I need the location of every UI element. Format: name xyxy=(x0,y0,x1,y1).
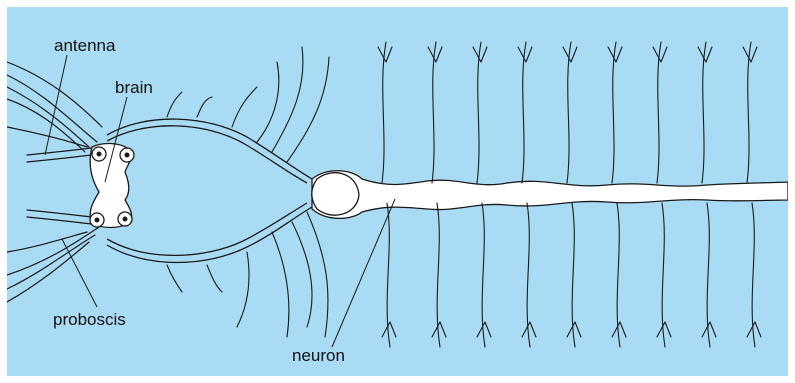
brain-label: brain xyxy=(115,79,153,96)
nerve-ending xyxy=(567,322,581,337)
nervous-system-diagram: antenna brain proboscis neuron xyxy=(7,7,788,376)
nerve-branch xyxy=(167,92,182,117)
nerve-ending xyxy=(747,322,761,337)
lower-nerve-cord xyxy=(107,207,312,263)
nerve-branch xyxy=(272,232,289,337)
ventral-nerve-cord xyxy=(312,171,788,219)
proboscis-strand xyxy=(7,235,95,289)
nerve-ending xyxy=(522,322,536,337)
segmental-nerve xyxy=(522,42,526,183)
antenna-strand xyxy=(7,99,85,152)
proboscis-label: proboscis xyxy=(53,311,126,328)
segmental-nerve xyxy=(747,42,751,183)
nerve-ending xyxy=(612,322,626,337)
segmental-nerve xyxy=(702,42,706,183)
nerve-branch xyxy=(167,265,182,292)
segmental-nerve xyxy=(432,42,436,183)
antenna-nerve xyxy=(27,154,99,162)
proboscis-strand xyxy=(7,225,102,275)
antenna-label: antenna xyxy=(54,37,115,54)
nerve-branch xyxy=(237,252,249,327)
nerve-ending xyxy=(382,322,396,337)
nerve-branch xyxy=(257,62,279,142)
segmental-nerve xyxy=(567,42,571,183)
neuron-leader-line xyxy=(332,199,395,347)
nerve-branch xyxy=(207,265,222,292)
proboscis-strand xyxy=(7,242,89,302)
segmental-nerve xyxy=(382,42,386,183)
proboscis-nerve xyxy=(27,217,99,225)
nerve-ending xyxy=(702,322,716,337)
segmental-nerve xyxy=(612,42,616,183)
antenna-strand xyxy=(7,87,89,147)
ganglion xyxy=(312,173,359,215)
neuron-label: neuron xyxy=(292,347,345,364)
nerve-branch xyxy=(197,97,212,117)
segmental-nerve xyxy=(657,42,661,183)
nerve-ending xyxy=(477,322,491,337)
antenna-nerve xyxy=(27,147,99,155)
upper-nerve-cord xyxy=(107,119,312,179)
segmental-nerve xyxy=(477,42,481,183)
proboscis-nerve xyxy=(27,210,99,218)
nerve-ending xyxy=(657,322,671,337)
proboscis-leader-line xyxy=(62,239,97,307)
nerve-branch xyxy=(232,87,257,127)
upper-nerve-cord xyxy=(107,126,307,183)
nerve-ending xyxy=(432,322,446,337)
nerve-branch xyxy=(292,222,312,327)
